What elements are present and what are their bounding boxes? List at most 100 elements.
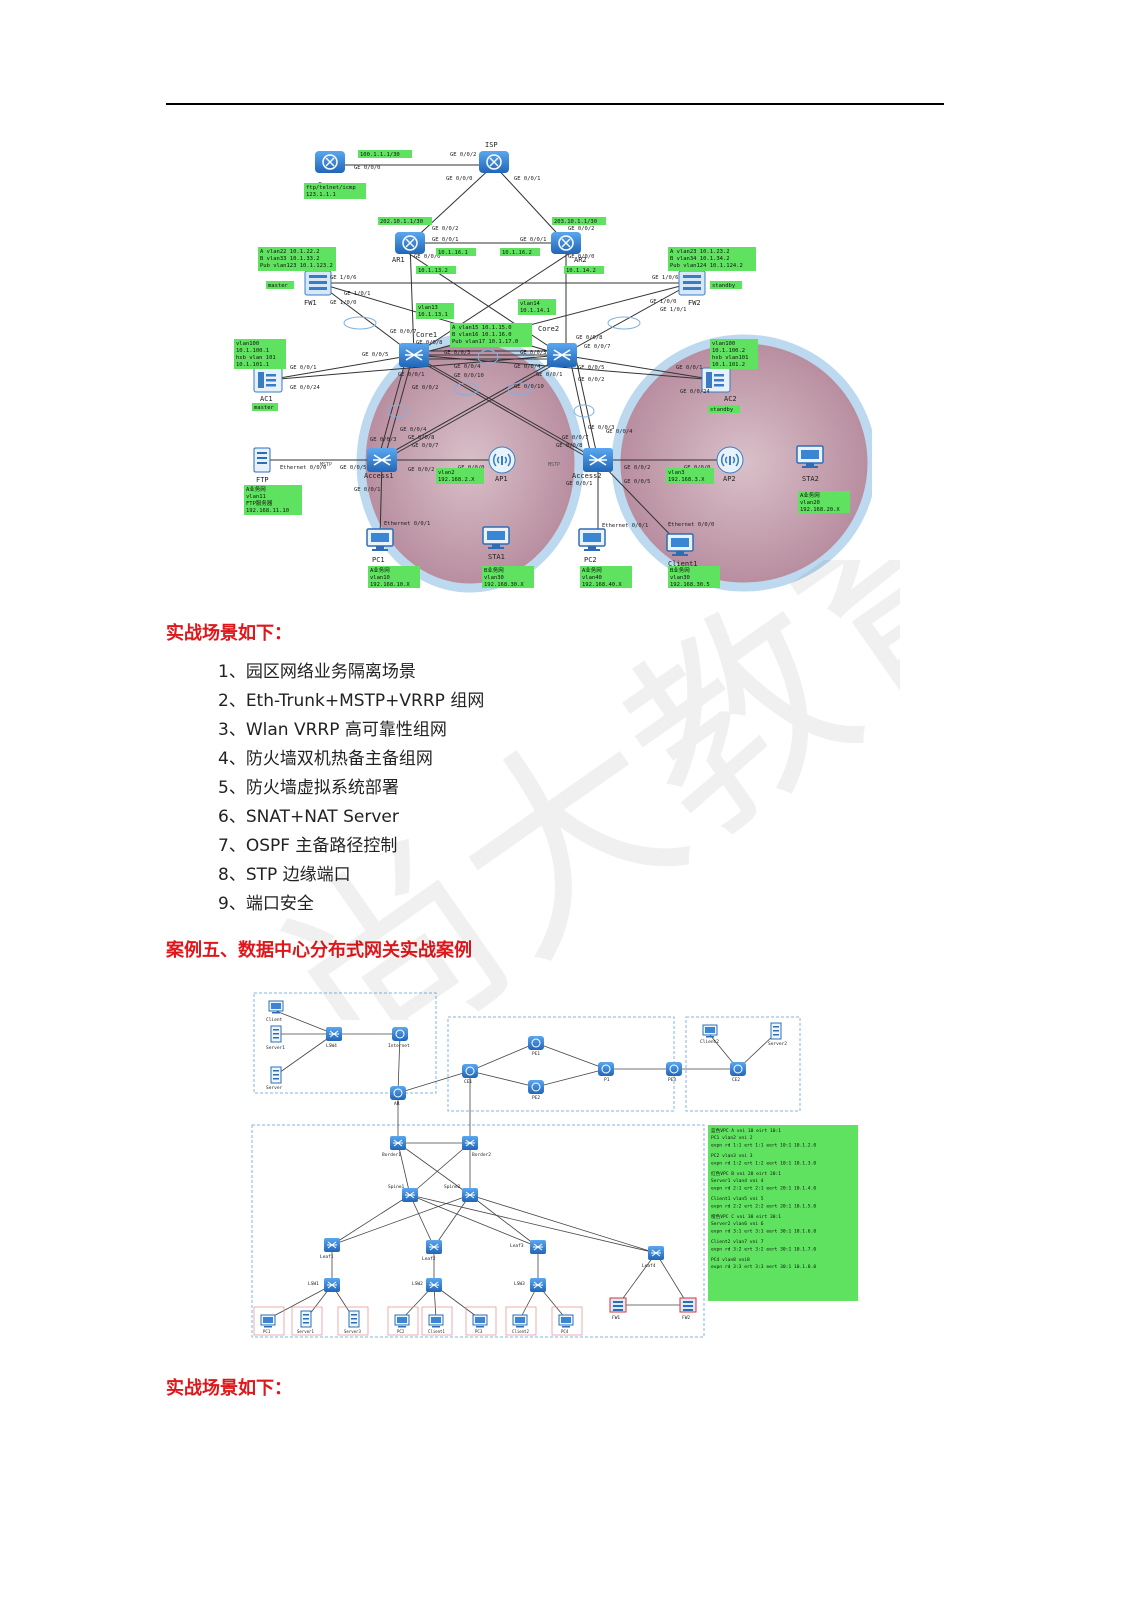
port-label: GE 0/0/0 [568,254,595,260]
scenario-item: 9、端口安全 [218,894,314,914]
info-labels: 100.1.1.1/30 ftp/telnet/icmp 123.1.1.1 2… [234,150,850,588]
port-label: GE 0/0/24 [680,389,710,395]
leaf4-label: Leaf4 [642,1263,656,1269]
ac1-info-line: hsb vlan 101 [236,355,276,361]
port-label: GE 1/0/1 [344,291,371,297]
port-label: GE 0/0/2 [450,152,477,158]
border1-switch-icon [389,1135,407,1151]
port-label: GE 1/0/0 [650,299,677,305]
ap1-info-line: vlan2 [438,470,455,476]
sta2-info-line: A业务网 [800,491,820,499]
ar2-router-icon [550,231,582,255]
ac2-info-line: 10.1.101.2 [712,362,745,368]
access1-label: Access1 [364,472,394,480]
client2-label: Client2 [512,1329,529,1334]
fw2-firewall-icon [679,1297,697,1313]
ac1-controller-icon [253,367,283,393]
pc1-label: PC1 [263,1329,271,1334]
client-pc-icon [268,1000,284,1014]
vpc-info-line: 红色VPC B vni 20 eirt 20:1 [711,1170,781,1177]
client1-icon [428,1314,444,1328]
scenario-item: 8、STP 边缘端口 [218,865,351,885]
pc3-icon [472,1314,488,1328]
ftp-info-line: vlan11 [246,494,266,500]
ac1-info-line: 10.1.100.1 [236,348,269,354]
port-label: GE 1/0/6 [652,275,679,281]
ce2-router-icon [729,1061,747,1077]
port-label: GE 0/0/2 [432,226,459,232]
pc2-icon [394,1314,410,1328]
pc4-label: PC4 [561,1329,569,1334]
client2-icon [512,1314,528,1328]
leaf4-switch-icon [647,1245,665,1261]
core-vlan-line: A vlan15 10.1.15.0 [452,325,512,331]
port-label: GE 0/0/3 [444,350,471,356]
server1-label: Server1 [266,1045,285,1051]
ac2-info-line: 10.1.100.2 [712,348,745,354]
core1-label: Core1 [416,331,437,339]
port-label: GE 0/0/4 [400,427,427,433]
pe3-label: PE3 [668,1077,676,1083]
pe2-router-icon [527,1079,545,1095]
server-link-label: 100.1.1.1/30 [360,152,400,158]
ap2-label: AP2 [723,475,736,483]
scenario-item: 1、园区网络业务隔离场景 [218,662,416,682]
datacenter-topology-figure: Client Server1 Server LSW4 Internet AR C… [248,985,860,1341]
server-label: Server [266,1085,283,1091]
fw2-vlan-line: A vlan23 10.1.23.2 [670,249,730,255]
ar2-fw-label: 10.1.14.2 [566,268,596,274]
ar1-ar2-right-label: 10.1.16.2 [502,250,532,256]
port-label: Ethernet 0/0/0 [668,522,714,528]
server1-icon [270,1025,282,1043]
port-label: GE 0/0/2 [578,377,605,383]
port-label: GE 0/0/2 [408,467,435,473]
port-label: GE 0/0/1 [354,487,381,493]
dc-server-label: Server2 [768,1041,787,1047]
vpc-info-line: Server1 vlan4 vni 4 [711,1178,764,1184]
port-label: GE 0/0/10 [514,384,544,390]
port-label: GE 0/0/2 [568,226,595,232]
core-vlan-line: Pub vlan17 10.1.17.0 [452,339,518,345]
port-label: GE 0/0/1 [566,481,593,487]
core-vlan-line: B vlan16 10.1.16.0 [452,332,512,338]
right-bubble-area [611,334,872,592]
vpc-info-line: evpn rd 3:2 ert 3:2 eert 30:1 10.1.7.0 [711,1246,816,1252]
port-label: GE 0/0/1 [514,176,541,182]
lsw1-label: LSW1 [308,1281,319,1287]
eth-trunk-marks [343,316,641,418]
ce1-label: CE1 [464,1079,472,1085]
pc4-icon [558,1314,574,1328]
leaf3-label: Leaf3 [510,1243,524,1249]
vlan13-line: vlan13 [418,305,438,311]
port-label: GE 0/0/5 [362,352,389,358]
ftp-info-line: A业务网 [246,485,266,493]
port-label: GE 0/0/8 [576,335,603,341]
ar1-label: AR1 [392,256,405,264]
scenario-item: 4、防火墙双机热备主备组网 [218,749,433,769]
client-label: Client [266,1017,283,1023]
scenario-list: 1、园区网络业务隔离场景 2、Eth-Trunk+MSTP+VRRP 组网 3、… [218,658,484,919]
server1-label: Server1 [297,1329,314,1334]
ac2-role-label: standby [710,407,734,413]
internet-router-icon [391,1026,409,1042]
pc2-icon [578,528,606,552]
core2-switch-icon [546,342,578,368]
leaf2-switch-icon [425,1239,443,1255]
pc1-info-line: A业务网 [370,566,390,574]
pc1-icon [260,1314,276,1328]
fw2-vlan-line: B vlan34 10.1.34.2 [670,256,730,262]
isp-router-icon [478,150,510,174]
ar-router-icon [389,1085,407,1101]
port-label: GE 0/0/7 [562,435,589,441]
ac2-info-line: hsb vlan101 [712,355,748,361]
sta1-info-line: B业务网 [484,566,504,574]
vpc-info-line: PC4 vlan8 vni8 [711,1257,750,1263]
dc-links [267,1010,777,1320]
port-label: GE 0/0/4 [606,429,633,435]
port-label: GE 0/0/8 [408,435,435,441]
fw1-vlan-line: B vlan33 10.1.33.2 [260,256,320,262]
port-label: GE 1/0/6 [330,275,357,281]
port-label: GE 0/0/1 [520,237,547,243]
port-label: GE 0/0/7 [390,329,417,335]
